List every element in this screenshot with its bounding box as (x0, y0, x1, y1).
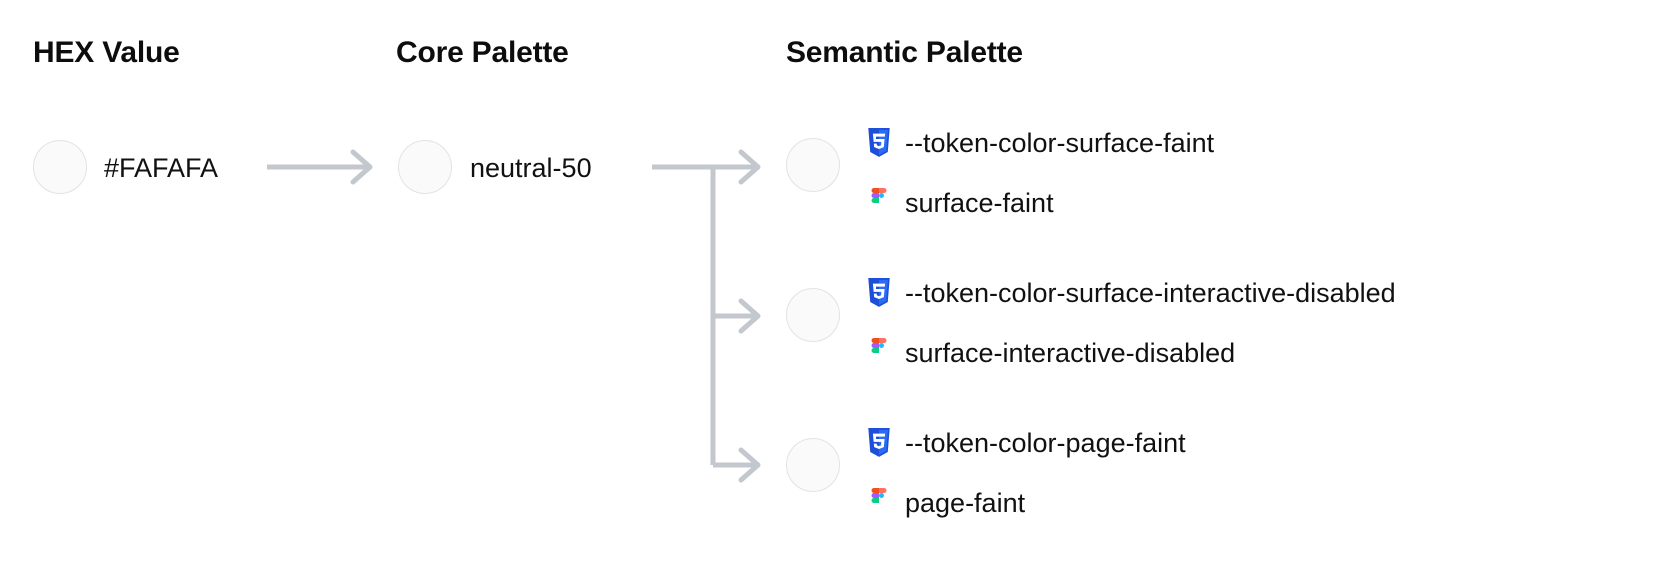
css-token-label: --token-color-page-faint (905, 427, 1186, 458)
figma-token-line: surface-interactive-disabled (866, 323, 1656, 383)
semantic-token-row: --token-color-surface-faint surface-fain… (866, 113, 1656, 233)
css-token-label: --token-color-surface-interactive-disabl… (905, 277, 1396, 308)
column-heading-hex-value: HEX Value (33, 36, 180, 69)
hex-value-label: #FAFAFA (104, 153, 219, 183)
figma-token-line: surface-faint (866, 173, 1656, 233)
core-palette-value-label: neutral-50 (470, 153, 592, 183)
figma-logo-icon (871, 188, 887, 203)
semantic-token-row: --token-color-page-faint page-faint (866, 413, 1656, 533)
color-swatch-hex (33, 140, 87, 194)
css3-shield-icon (868, 278, 890, 307)
color-swatch-semantic-2 (786, 288, 840, 342)
css-token-line: --token-color-surface-faint (866, 113, 1656, 173)
figma-logo-icon (871, 338, 887, 353)
color-swatch-semantic-1 (786, 138, 840, 192)
column-heading-semantic-palette: Semantic Palette (786, 36, 1023, 69)
figma-logo-icon (871, 488, 887, 503)
color-swatch-semantic-3 (786, 438, 840, 492)
figma-token-line: page-faint (866, 473, 1656, 533)
css-token-line: --token-color-surface-interactive-disabl… (866, 263, 1656, 323)
semantic-token-row: --token-color-surface-interactive-disabl… (866, 263, 1656, 383)
figma-token-label: page-faint (905, 487, 1026, 518)
color-swatch-core (398, 140, 452, 194)
figma-token-label: surface-faint (905, 187, 1054, 218)
css3-shield-icon (868, 428, 890, 457)
css3-shield-icon (868, 128, 890, 157)
figma-token-label: surface-interactive-disabled (905, 337, 1236, 368)
css-token-label: --token-color-surface-faint (905, 127, 1215, 158)
column-heading-core-palette: Core Palette (396, 36, 569, 69)
css-token-line: --token-color-page-faint (866, 413, 1656, 473)
